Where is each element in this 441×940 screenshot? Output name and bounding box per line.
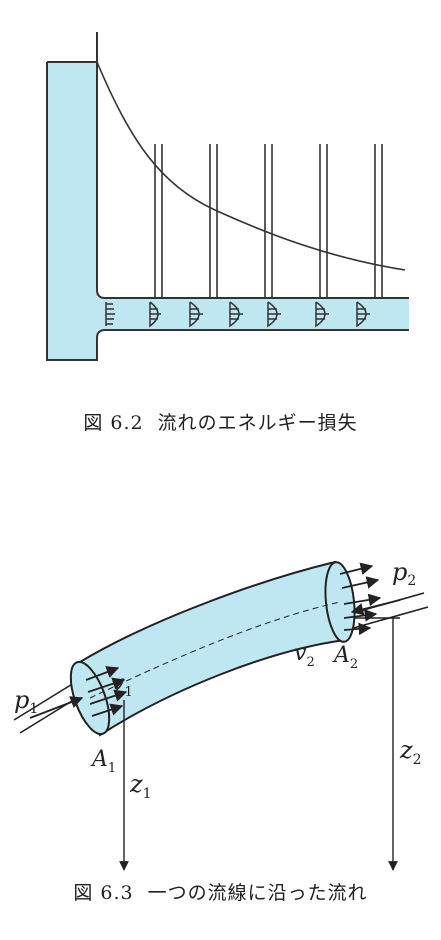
- p1-arrow: [29, 696, 84, 719]
- outlet-velocity-arrows: [339, 562, 382, 636]
- energy-grade-line: [96, 61, 406, 271]
- energy-loss-diagram: [46, 32, 409, 361]
- label-A2: A2: [332, 643, 358, 672]
- figure-6-2-number: 図 6.2: [83, 412, 144, 434]
- streamline-diagram: p1 p2 v1 v2 A1 A2 z1 z2: [13, 558, 429, 871]
- velocity-profiles: [105, 301, 370, 328]
- label-p1: p1: [14, 686, 38, 717]
- tank-water: [47, 62, 97, 360]
- label-v1: v1: [112, 671, 133, 700]
- figure-6-3-number: 図 6.3: [73, 882, 134, 904]
- figure-6-3-caption: 図 6.3 一つの流線に沿った流れ: [0, 878, 441, 905]
- figure-6-2-caption: 図 6.2 流れのエネルギー損失: [0, 408, 441, 435]
- label-z1: z1: [129, 770, 152, 802]
- p2-arrow: [350, 599, 401, 616]
- label-v2: v2: [294, 641, 315, 670]
- label-p2: p2: [392, 558, 416, 589]
- piezometer-tubes: [154, 144, 383, 298]
- section-A2: [324, 561, 356, 643]
- figure-6-2-title: 流れのエネルギー損失: [157, 412, 358, 434]
- inlet-velocity-arrows: [85, 666, 128, 717]
- figure-6-3-title: 一つの流線に沿った流れ: [147, 882, 368, 904]
- label-z2: z2: [399, 736, 422, 768]
- label-A1: A1: [90, 747, 116, 776]
